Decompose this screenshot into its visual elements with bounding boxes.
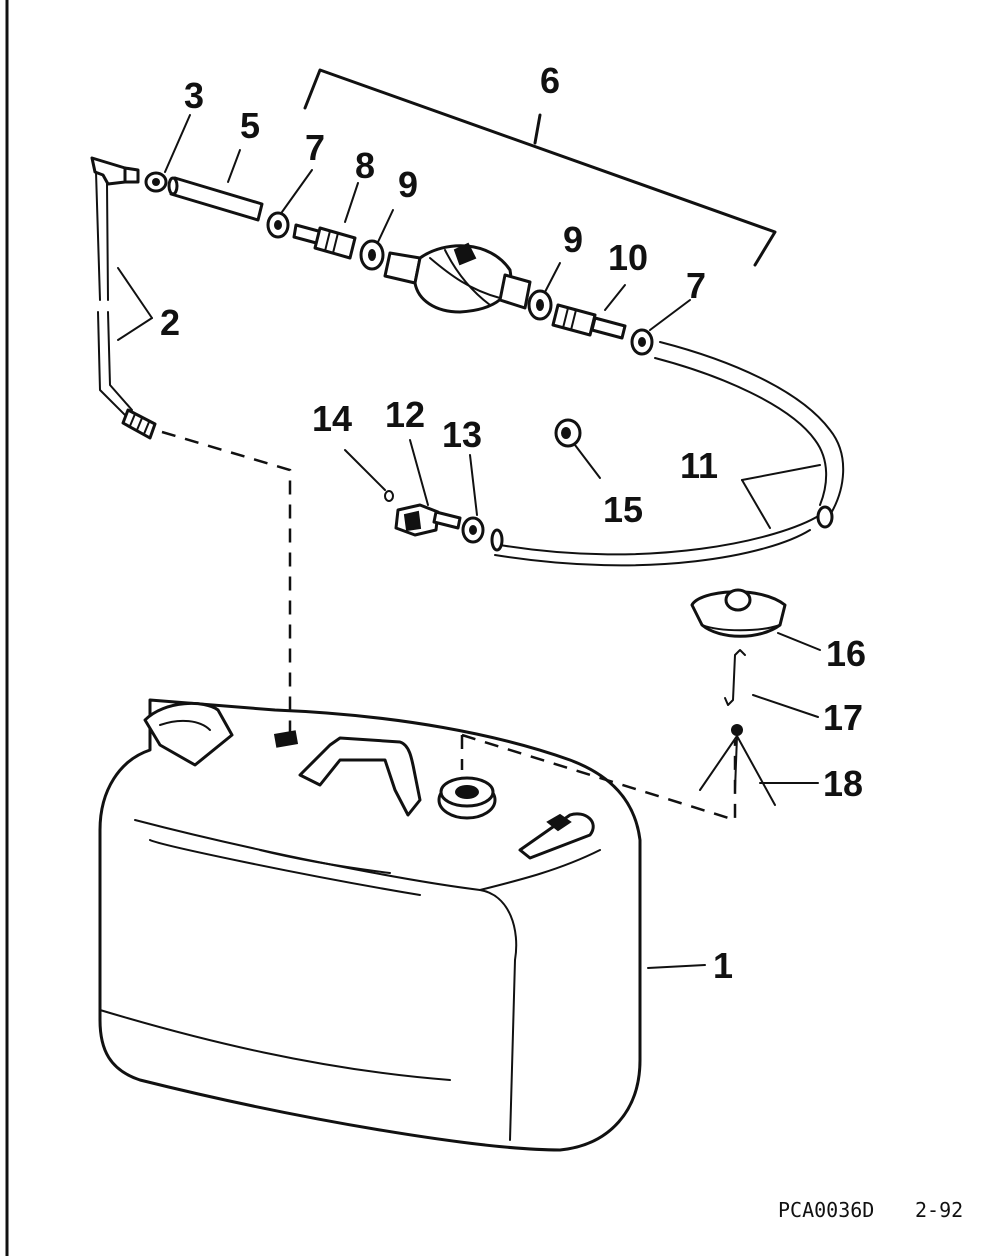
clamp-3: [144, 171, 168, 193]
bracket-6-tick: [533, 113, 542, 145]
callout-9-left: 9: [398, 164, 418, 205]
callout-16: 16: [826, 633, 866, 674]
clamp-15: [554, 418, 582, 448]
o-ring-14: [384, 490, 394, 502]
callout-13: 13: [442, 414, 482, 455]
callout-5: 5: [240, 105, 260, 146]
fuel-pickup-tube: [90, 156, 157, 440]
hose-5: [167, 176, 264, 222]
fuel-cap-16: [690, 588, 787, 638]
callout-10: 10: [608, 237, 648, 278]
clamp-9-right: [527, 289, 553, 321]
callout-1: 1: [713, 945, 733, 986]
connector-8: [292, 223, 357, 260]
hose-11: [490, 341, 845, 567]
callout-8: 8: [355, 145, 375, 186]
callout-9-right: 9: [563, 219, 583, 260]
callout-labels: 1 2 3 5 6 7 8 9 9 10 7 11 12 13 14 15 16…: [160, 60, 866, 986]
leader-lines: [117, 114, 821, 969]
callout-7-right: 7: [686, 265, 706, 306]
callout-18: 18: [823, 763, 863, 804]
hook-17: [724, 649, 746, 706]
retainer-18: [699, 724, 776, 806]
drawing-code: PCA0036D: [778, 1198, 874, 1222]
date-code: 2-92: [915, 1198, 963, 1222]
clamp-13: [461, 516, 485, 544]
callout-17: 17: [823, 697, 863, 738]
clamp-7-right: [630, 328, 654, 356]
callout-14: 14: [312, 398, 352, 439]
callout-12: 12: [385, 394, 425, 435]
callout-2: 2: [160, 302, 180, 343]
alignment-line-pickup: [161, 430, 292, 735]
callout-11: 11: [680, 445, 718, 486]
connector-12: [394, 503, 462, 537]
fuel-tank: [98, 698, 642, 1152]
bracket-6: [303, 68, 777, 267]
callout-7-left: 7: [305, 127, 325, 168]
connector-10: [551, 303, 627, 340]
primer-bulb: [383, 242, 532, 314]
clamp-7-left: [266, 211, 290, 239]
callout-3: 3: [184, 75, 204, 116]
callout-6: 6: [540, 60, 560, 101]
clamp-9-left: [359, 239, 385, 271]
callout-15: 15: [603, 489, 643, 530]
